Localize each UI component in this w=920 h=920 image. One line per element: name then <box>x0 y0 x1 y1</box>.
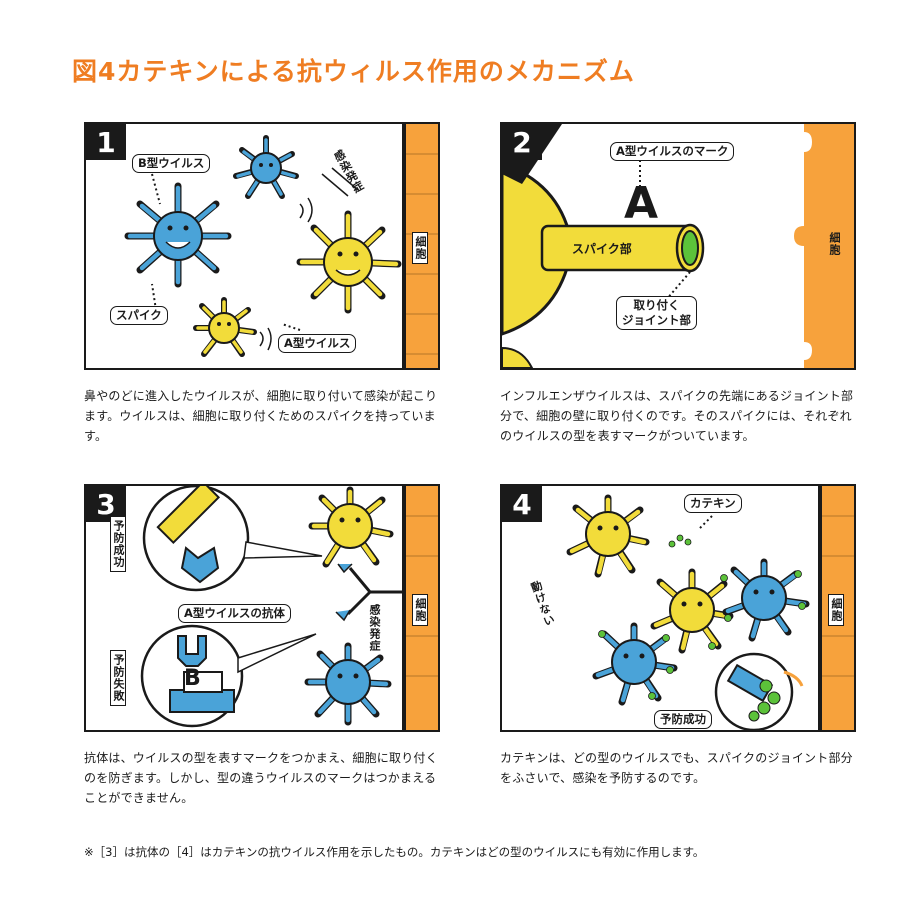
cell-wall <box>794 124 854 368</box>
panel-4: 4 <box>500 484 856 732</box>
small-yellow-virus-icon <box>193 297 257 357</box>
spike-label: スパイク <box>110 306 168 325</box>
a-mark-letter: A <box>624 178 659 229</box>
b-virus-icon <box>124 182 232 288</box>
a-virus-icon <box>308 486 394 568</box>
panel-1-illustration <box>124 124 438 368</box>
panel-3: 3 <box>84 484 440 732</box>
panel-1: 1 <box>84 122 440 370</box>
yellow-virus-icon <box>566 494 650 578</box>
panel-4-caption: カテキンは、どの型のウイルスでも、スパイクのジョイント部分をふさいで、感染を予防… <box>500 751 853 785</box>
catechin-particles <box>598 534 806 700</box>
a-mark-label: A型ウイルスのマーク <box>610 142 735 161</box>
prevent-success-label: 予防成功 <box>110 516 126 572</box>
prevent-success-label: 予防成功 <box>654 710 712 729</box>
spike-part-label: スパイク部 <box>572 242 632 256</box>
yellow-virus-icon <box>650 568 734 654</box>
panel-number: 4 <box>502 486 542 522</box>
figure-title: 図4カテキンによる抗ウィルス作用のメカニズム <box>72 57 635 86</box>
panel-1-caption: 鼻やのどに進入したウイルスが、細胞に取り付いて感染が起こります。ウイルスは、細胞… <box>84 389 438 443</box>
panel-2: 2 A型ウイルスのマーク A スパイク部 取り付く ジョイント部 細胞 <box>500 122 856 370</box>
b-mark-letter: B <box>184 666 201 691</box>
joint-label: 取り付く ジョイント部 <box>616 296 697 330</box>
panel-number: 1 <box>86 124 126 160</box>
cell-label: 細胞 <box>412 232 428 264</box>
cell-label: 細胞 <box>828 594 844 626</box>
panel-2-caption: インフルエンザウイルスは、スパイクの先端にあるジョイント部分で、細胞の壁に取り付… <box>500 389 854 443</box>
a-virus-icon <box>296 210 402 314</box>
prevent-fail-label: 予防失敗 <box>110 650 126 706</box>
antibody-grip <box>180 546 220 584</box>
motion-lines <box>259 167 359 351</box>
cell-label: 細胞 <box>828 232 841 256</box>
footnote: ※［3］は抗体の［4］はカテキンの抗ウイルス作用を示したもの。カテキンはどの型の… <box>84 845 705 859</box>
panel-3-caption: 抗体は、ウイルスの型を表すマークをつかまえ、細胞に取り付くのを防ぎます。しかし、… <box>84 751 438 805</box>
panel-4-illustration <box>566 486 854 730</box>
a-virus-label: A型ウイルス <box>278 334 357 353</box>
b-virus-icon <box>304 642 392 726</box>
small-blue-virus-icon <box>233 135 299 199</box>
blue-virus-icon <box>722 558 810 642</box>
antibody-label: A型ウイルスの抗体 <box>178 604 291 623</box>
zoom-success <box>142 486 250 592</box>
b-virus-label: B型ウイルス <box>132 154 211 173</box>
antibody-y <box>346 567 402 616</box>
cell-label: 細胞 <box>412 594 428 626</box>
infection-label: 感染発症 <box>368 604 381 652</box>
panel-number: 2 <box>502 124 542 160</box>
catechin-label: カテキン <box>684 494 742 513</box>
joint-part <box>681 230 699 266</box>
blue-virus-icon <box>592 622 678 706</box>
